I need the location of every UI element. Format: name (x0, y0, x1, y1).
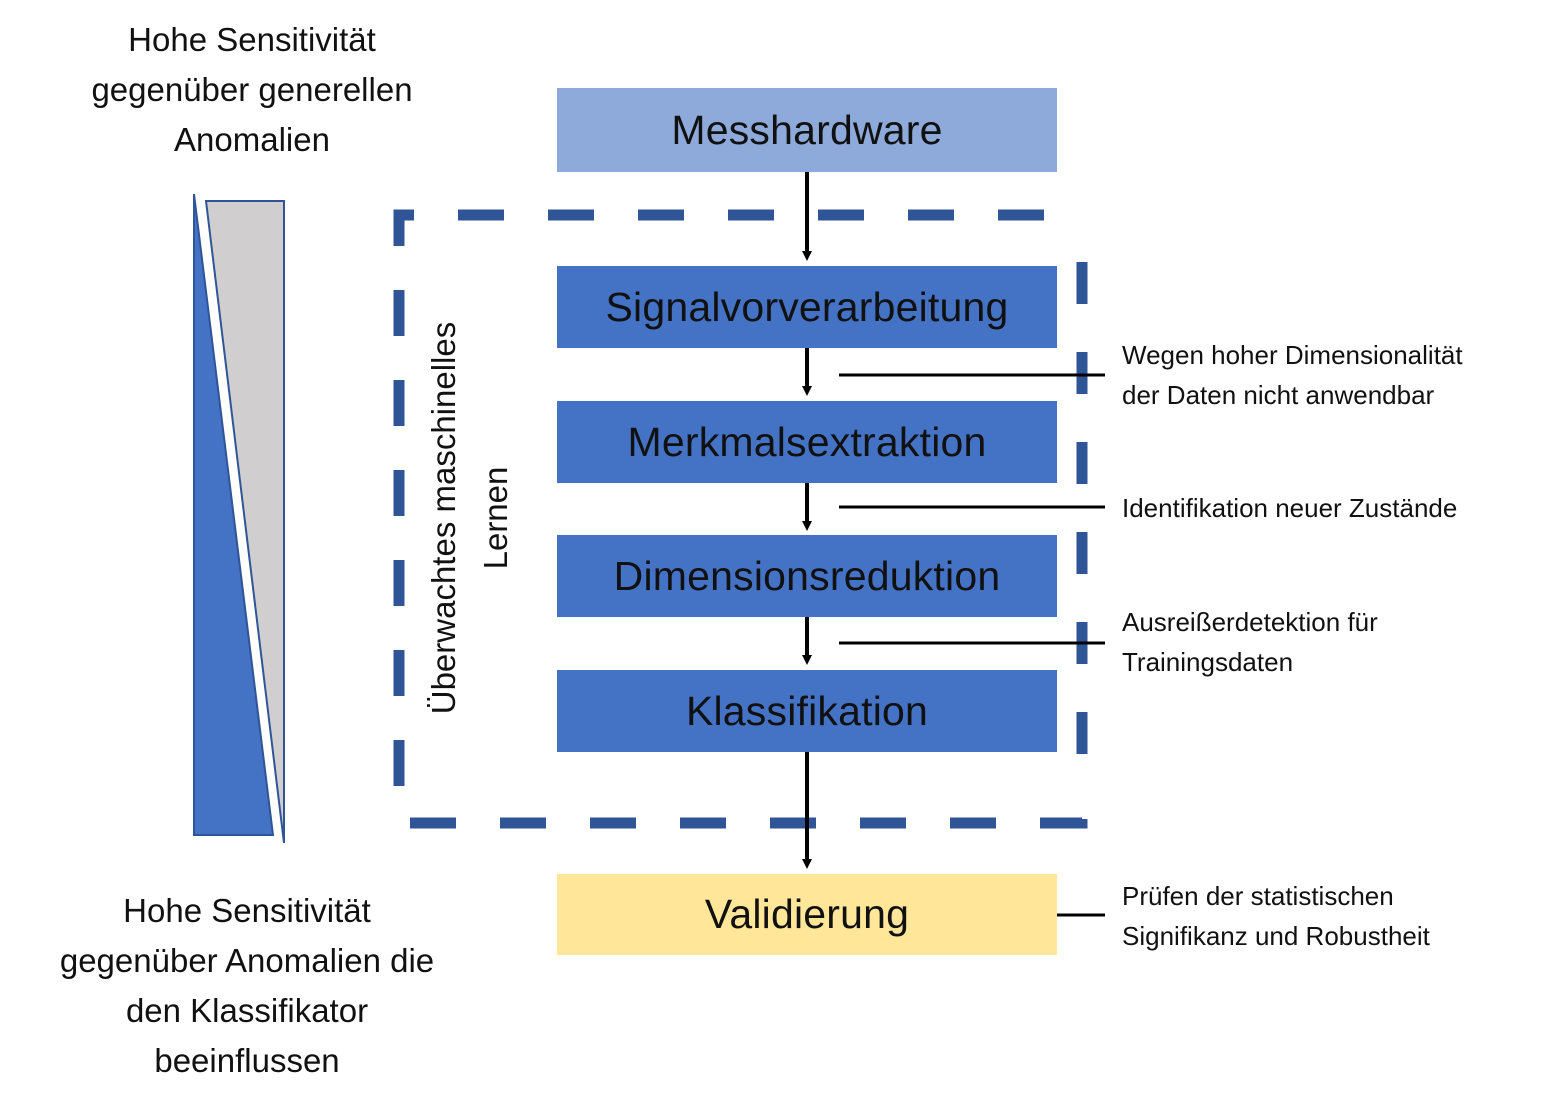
note-validation: Prüfen der statistischen Signifikanz und… (1122, 881, 1430, 951)
step-klassifikation: Klassifikation (557, 670, 1057, 752)
step-label: Signalvorverarbeitung (605, 283, 1009, 330)
bottom-sensitivity-label: Hohe Sensitivität gegenüber Anomalien di… (59, 892, 435, 1079)
step-merkmalsextraktion: Merkmalsextraktion (557, 401, 1057, 483)
dash-bottom (410, 800, 1088, 829)
step-dimensionsreduktion: Dimensionsreduktion (557, 535, 1057, 617)
step-messhardware: Messhardware (557, 88, 1057, 172)
step-signalvorverarbeitung: Signalvorverarbeitung (557, 266, 1057, 348)
note-new-states: Identifikation neuer Zustände (1122, 493, 1458, 523)
wedge-gray (204, 200, 285, 844)
step-validierung: Validierung (557, 874, 1057, 955)
group-label: Überwachtes maschinelles Lernen (425, 321, 514, 715)
note-dimensionality: Wegen hoher Dimensionalität der Daten ni… (1122, 340, 1463, 410)
step-label: Dimensionsreduktion (613, 552, 1001, 599)
dash-top (393, 209, 1088, 246)
step-label: Merkmalsextraktion (627, 418, 987, 465)
step-label: Messhardware (671, 106, 943, 153)
wedge-blue (193, 193, 275, 836)
step-label: Validierung (704, 891, 910, 937)
note-outlier-detection: Ausreißerdetektion für Trainingsdaten (1122, 607, 1378, 677)
step-label: Klassifikation (685, 687, 929, 734)
top-sensitivity-label: Hohe Sensitivität gegenüber generellen A… (91, 21, 413, 158)
